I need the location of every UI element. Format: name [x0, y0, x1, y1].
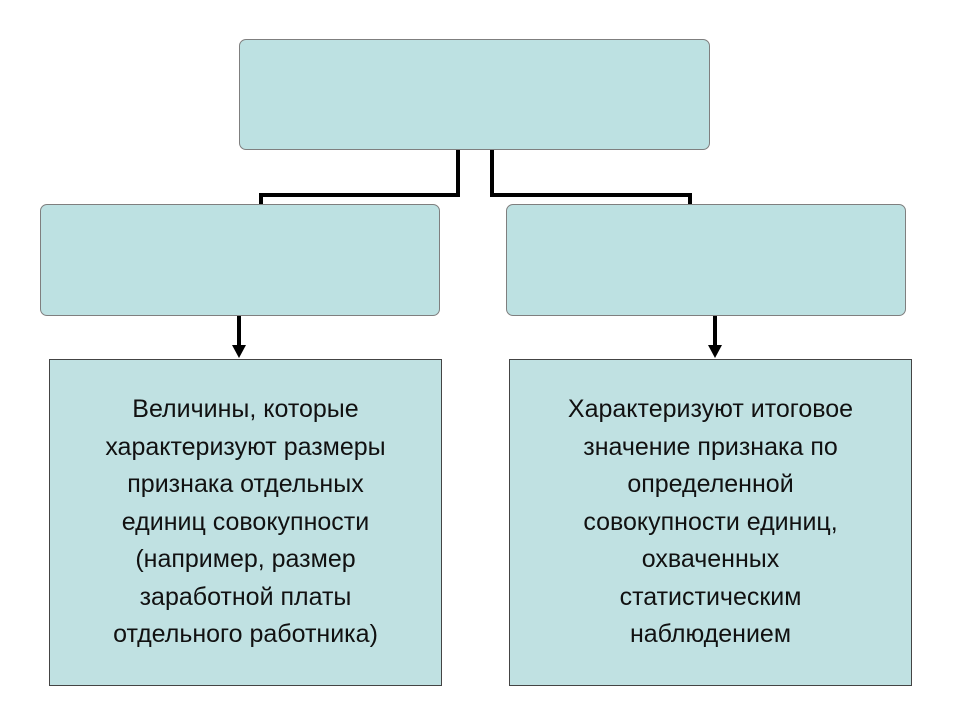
right-description-text: Характеризуют итоговое значение признака… [567, 395, 854, 649]
right-description-box: Характеризуют итоговое значение признака… [509, 359, 912, 686]
left-description-box: Величины, которые характеризуют размеры … [49, 359, 442, 686]
left-category-box [40, 204, 440, 316]
connector-top-to-left [259, 150, 460, 204]
top-box [239, 39, 710, 150]
left-description-text: Величины, которые характеризуют размеры … [105, 395, 386, 649]
right-category-box [506, 204, 906, 316]
arrow-left-down [232, 316, 246, 358]
connector-top-to-right [490, 150, 692, 204]
arrow-right-down [708, 316, 722, 358]
